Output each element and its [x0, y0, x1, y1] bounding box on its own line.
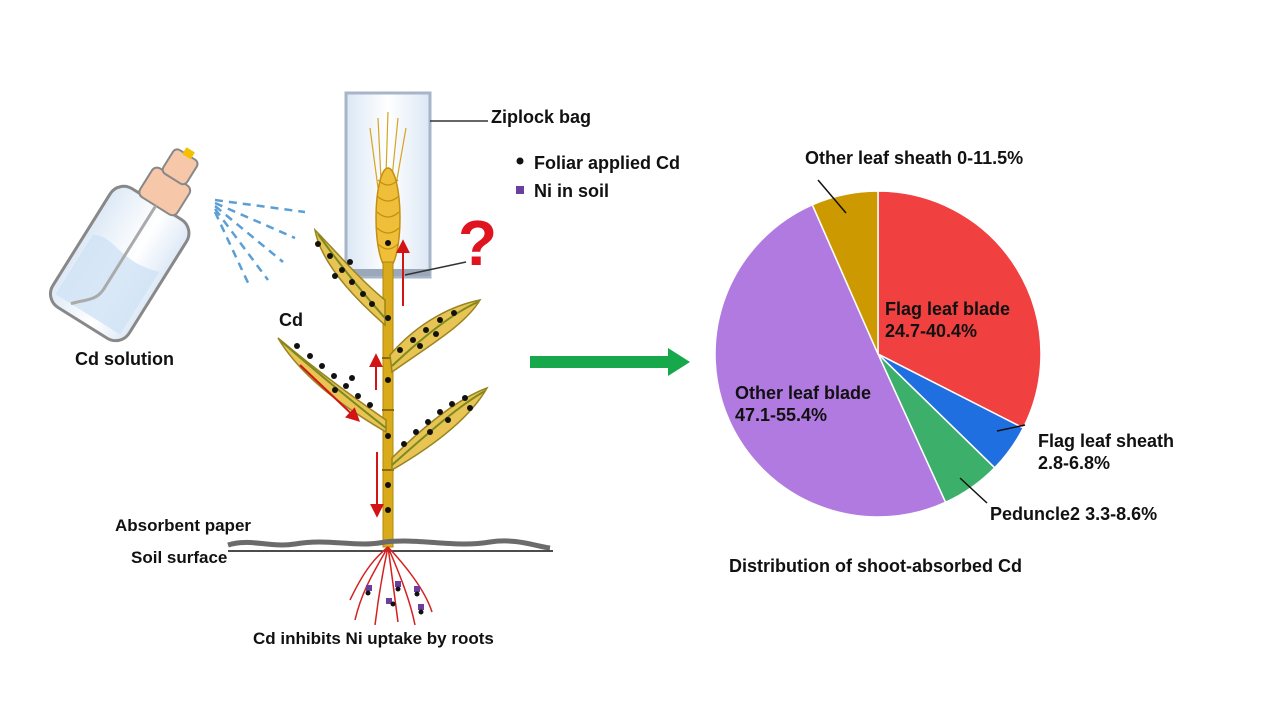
green-arrow-icon: [530, 348, 690, 376]
slice-range: 47.1-55.4%: [735, 405, 828, 425]
cd-label: Cd: [279, 310, 303, 330]
absorbent-paper-label: Absorbent paper: [115, 516, 252, 535]
pie-label-flag-leaf-blade: Flag leaf blade 24.7-40.4%: [885, 298, 1010, 342]
legend-ni-square-icon: [516, 186, 524, 194]
legend-cd-dot-icon: [516, 157, 524, 165]
cd-transport-arrows: [299, 239, 410, 518]
pie-label-other-leaf-sheath: Other leaf sheath 0-11.5%: [805, 147, 1023, 169]
pie-label-other-leaf-blade: Other leaf blade 47.1-55.4%: [735, 382, 871, 426]
pie-label-flag-leaf-sheath: Flag leaf sheath 2.8-6.8%: [1038, 430, 1174, 474]
cd-inhibits-label: Cd inhibits Ni uptake by roots: [253, 629, 494, 648]
question-mark: ?: [458, 207, 498, 279]
pie-slice-other-leaf-sheath: [811, 190, 879, 355]
slice-name: Other leaf sheath: [805, 148, 953, 168]
slice-range: 3.3-8.6%: [1085, 504, 1158, 524]
pie-slice-other-leaf-blade: [714, 203, 947, 518]
absorbent-paper-line: [227, 538, 551, 551]
slice-name: Peduncle2: [990, 504, 1081, 524]
slice-name: Flag leaf blade: [885, 299, 1011, 319]
ziplock-bag-label: Ziplock bag: [491, 107, 592, 127]
question-leader-line: [404, 261, 467, 276]
pie-caption: Distribution of shoot-absorbed Cd: [729, 556, 1022, 576]
slice-range: 0-11.5%: [957, 148, 1024, 168]
pie-slice-flag-leaf-blade: [877, 190, 1042, 430]
pie-leader-lines: [817, 179, 1026, 504]
spray-bottle-icon: [48, 147, 199, 343]
spray-mist: [213, 198, 306, 288]
slice-range: 24.7-40.4%: [885, 321, 978, 341]
wheat-ear-icon: [369, 111, 407, 269]
pie-chart: [714, 190, 1042, 518]
roots: [349, 546, 433, 626]
legend-foliar-label: Foliar applied Cd: [534, 153, 681, 173]
legend-ni-label: Ni in soil: [534, 181, 610, 201]
pie-label-peduncle2: Peduncle2 3.3-8.6%: [990, 503, 1157, 525]
slice-range: 2.8-6.8%: [1038, 453, 1111, 473]
ni-markers: [365, 581, 424, 615]
cd-solution-label: Cd solution: [75, 349, 174, 369]
slice-name: Other leaf blade: [735, 383, 872, 403]
soil-surface-label: Soil surface: [131, 548, 228, 567]
slice-name: Flag leaf sheath: [1038, 431, 1175, 451]
cd-dots: [294, 240, 473, 513]
